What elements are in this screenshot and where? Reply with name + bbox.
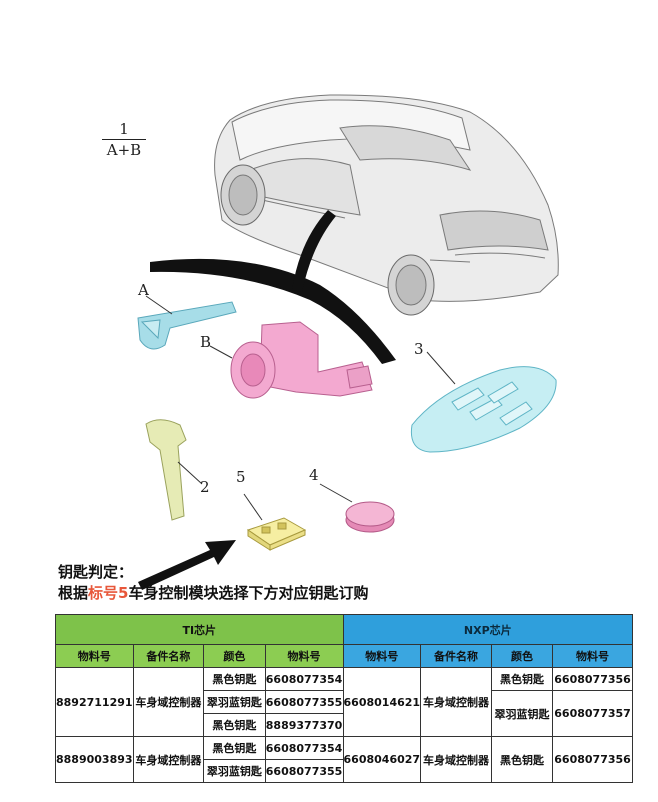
- part-5-control-module: [246, 517, 307, 551]
- callout-3: 3: [414, 340, 424, 358]
- caption-title: 钥匙判定：: [58, 563, 134, 581]
- ti-key-color: 黑色钥匙: [203, 667, 266, 691]
- leader-a: [145, 295, 173, 315]
- ti-key-color: 翠羽蓝钥匙: [203, 759, 266, 783]
- ti-part-no: 8889003893: [55, 736, 134, 783]
- callout-a: A: [138, 281, 149, 299]
- ti-key-part-no: 8889377370: [264, 713, 344, 737]
- fraction-bar: [102, 139, 146, 140]
- pointer-arrow-large: [150, 258, 396, 364]
- part-2-key-insert: [145, 419, 187, 521]
- key-ordering-table: TI芯片 NXP芯片 物料号 备件名称 颜色 物料号 物料号 备件名称 颜色 物…: [55, 614, 634, 783]
- pointer-arrow-caption: [138, 540, 236, 590]
- ti-key-part-no: 6608077354: [264, 667, 344, 691]
- nxp-col-name: 备件名称: [420, 644, 492, 668]
- parts-diagram: [137, 94, 559, 590]
- callout-2: 2: [200, 478, 210, 496]
- ti-key-part-no: 6608077355: [264, 759, 344, 783]
- callout-4: 4: [309, 466, 319, 484]
- nxp-key-color: 黑色钥匙: [490, 667, 554, 691]
- ti-part-name: 车身域控制器: [132, 736, 205, 783]
- nxp-key-part-no: 6608077357: [552, 690, 633, 737]
- ti-key-part-no: 6608077355: [264, 690, 344, 714]
- nxp-key-part-no: 6608077356: [552, 667, 633, 691]
- pointer-arrow-stem: [292, 210, 336, 292]
- leader-b: [209, 345, 233, 359]
- ti-key-color: 翠羽蓝钥匙: [203, 690, 266, 714]
- table-row: 翠羽蓝钥匙 6608077355: [56, 759, 633, 783]
- table-row: 8892711291 车身域控制器 黑色钥匙 6608077354 660801…: [55, 667, 633, 737]
- part-3-key-fob: [410, 366, 557, 453]
- nxp-part-no: 6608046027: [342, 736, 422, 783]
- nxp-part-name: 车身域控制器: [420, 667, 492, 737]
- part-b-lock-cylinder: [230, 321, 373, 399]
- ti-key-color: 黑色钥匙: [203, 713, 266, 737]
- leader-4: [319, 483, 353, 503]
- ti-col-name: 备件名称: [132, 644, 205, 668]
- ti-key-color: 黑色钥匙: [203, 736, 266, 760]
- nxp-part-name: 车身域控制器: [420, 736, 492, 783]
- fraction-numerator: 1: [119, 120, 129, 138]
- nxp-chip-header: NXP芯片: [342, 614, 634, 645]
- part-4-coin-battery: [345, 501, 395, 533]
- nxp-col-key-part-no: 物料号: [552, 644, 633, 668]
- nxp-col-part-no: 物料号: [342, 644, 422, 668]
- table-row: 翠羽蓝钥匙 6608077355 翠羽蓝钥匙 6608077357: [56, 690, 633, 737]
- nxp-key-color: 翠羽蓝钥匙: [490, 690, 554, 737]
- callout-5: 5: [236, 468, 246, 486]
- leader-5: [243, 493, 263, 521]
- ti-part-name: 车身域控制器: [132, 667, 205, 737]
- caption-prefix: 根据: [58, 584, 89, 602]
- table-row: 黑色钥匙 8889377370: [56, 713, 633, 737]
- ti-col-part-no: 物料号: [55, 644, 134, 668]
- nxp-key-color: 黑色钥匙: [490, 736, 554, 783]
- caption-highlight: 标号5: [88, 584, 129, 602]
- leader-3: [426, 351, 456, 385]
- table-row: 8889003893 车身域控制器 黑色钥匙 6608077354 660804…: [55, 736, 633, 783]
- nxp-part-no: 6608014621: [342, 667, 422, 737]
- ti-key-part-no: 6608077354: [264, 736, 344, 760]
- leader-2: [177, 461, 203, 485]
- wheel-front: [220, 164, 266, 226]
- wheel-rear: [387, 254, 435, 316]
- nxp-key-part-no: 6608077356: [552, 736, 633, 783]
- fraction-denominator: A+B: [106, 141, 142, 159]
- ti-col-color: 颜色: [203, 644, 266, 668]
- ti-col-key-part-no: 物料号: [264, 644, 344, 668]
- caption-instruction: 根据标号5车身控制模块选择下方对应钥匙订购: [58, 582, 368, 603]
- assembly-fraction: 1 A+B: [102, 120, 146, 159]
- nxp-col-color: 颜色: [490, 644, 554, 668]
- ti-chip-header: TI芯片: [55, 614, 344, 645]
- vehicle-illustration: [214, 94, 559, 302]
- caption-suffix: 车身控制模块选择下方对应钥匙订购: [128, 584, 369, 602]
- callout-b: B: [200, 333, 212, 351]
- part-a-key-blade: [137, 301, 237, 350]
- ti-part-no: 8892711291: [55, 667, 134, 737]
